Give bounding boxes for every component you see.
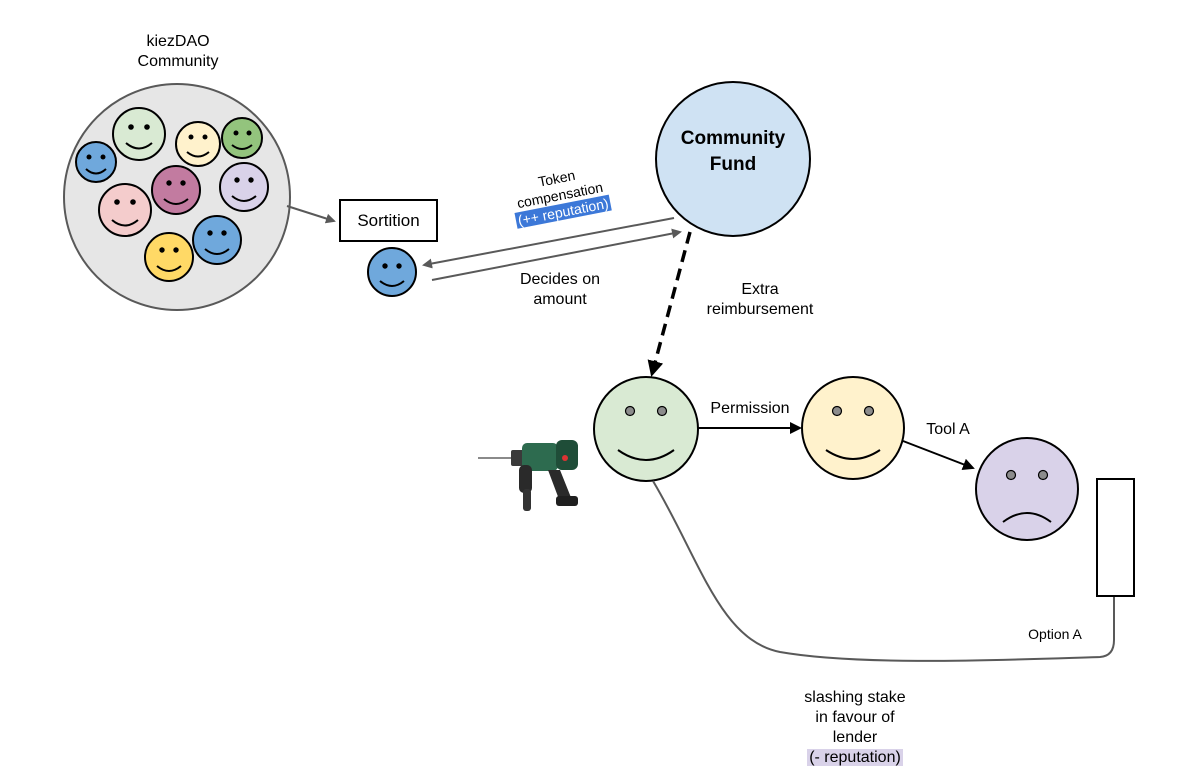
fund-label-line1: Community xyxy=(680,128,786,149)
arrow-extra-reimbursement xyxy=(647,231,692,377)
community-title-line1: kiezDAO xyxy=(146,33,210,50)
power-drill-icon xyxy=(478,440,578,511)
member-face-blue-1 xyxy=(75,141,117,183)
slash-line2: in favour of xyxy=(815,709,895,726)
decides-line1: Decides on xyxy=(519,271,601,288)
arrow-tool-a xyxy=(902,440,975,470)
option-a-label: Option A xyxy=(1028,626,1082,642)
extra-line1: Extra xyxy=(741,281,779,298)
sortition-label: Sortition xyxy=(357,210,420,230)
slash-reputation-highlight: (- reputation) xyxy=(807,749,903,766)
slashing-curve xyxy=(652,480,1115,662)
slash-line3: lender xyxy=(832,729,878,746)
community-title: kiezDAO Community xyxy=(118,32,238,72)
extra-line2: reimbursement xyxy=(706,301,814,318)
member-face-pink-1 xyxy=(98,183,152,237)
community-title-line2: Community xyxy=(137,53,219,70)
member-face-gold-1 xyxy=(144,232,194,282)
tool-a-label: Tool A xyxy=(926,421,970,438)
stake-box xyxy=(1096,478,1135,597)
arrow-member-to-fund xyxy=(431,228,682,281)
member-face-purple-1 xyxy=(219,162,269,212)
arrow-fund-to-member xyxy=(422,217,675,269)
extra-reimbursement-label: Extra reimbursement xyxy=(685,280,835,320)
member-face-yellow-1 xyxy=(175,121,221,167)
slashing-stake-label: slashing stake in favour of lender (- re… xyxy=(780,688,930,768)
member-face-green-1 xyxy=(112,107,166,161)
community-fund-circle xyxy=(655,81,811,237)
sad-borrower-face xyxy=(975,437,1079,541)
permission-label: Permission xyxy=(710,400,790,417)
selected-member-face xyxy=(367,247,417,297)
sortition-box: Sortition xyxy=(339,199,438,242)
borrower-face xyxy=(801,376,905,480)
member-face-darkgreen-1 xyxy=(221,117,263,159)
community-fund-label: Community Fund xyxy=(665,126,801,178)
slash-line1: slashing stake xyxy=(804,689,906,706)
fund-label-line2: Fund xyxy=(709,154,757,175)
decides-amount-label: Decides on amount xyxy=(495,270,625,310)
member-face-mauve-1 xyxy=(151,165,201,215)
member-face-blue-2 xyxy=(192,215,242,265)
arrow-community-to-sortition xyxy=(286,205,336,224)
decides-line2: amount xyxy=(533,291,587,308)
lender-face xyxy=(593,376,699,482)
